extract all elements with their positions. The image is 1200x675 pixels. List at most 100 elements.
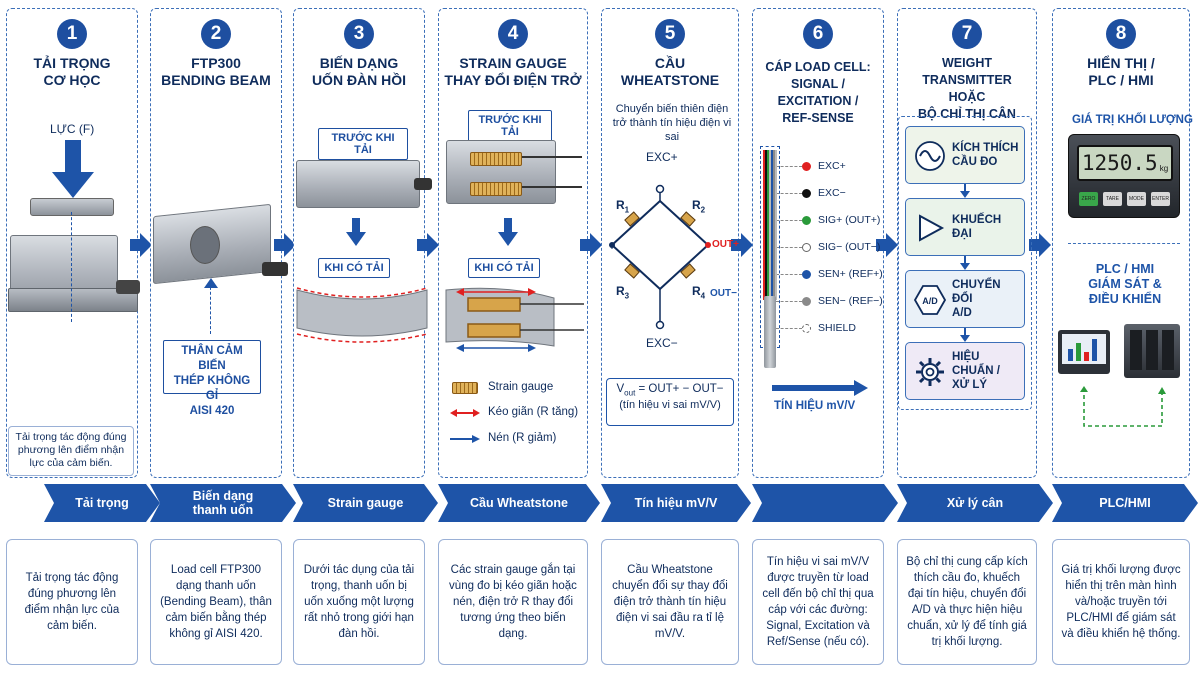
svg-text:A/D: A/D [922,296,938,306]
transmitter-step: A/D CHUYỂN ĐỔI A/D [905,270,1025,328]
panel-title: CẦU WHEATSTONE [620,55,720,88]
monitor-icon [1058,330,1110,374]
bending-beam-cable [262,262,288,276]
out-minus-label: OUT− [710,288,737,299]
flow-arrow-icon [417,233,439,257]
stage-label: Strain gauge [327,496,404,510]
stage-description: Các strain gauge gắn tại vùng đo bị kéo … [438,539,588,665]
wire-strand [771,150,773,300]
wire-strand [775,150,777,300]
formula-box: Vout = OUT+ − OUT− (tín hiệu vi sai mV/V… [606,378,734,426]
formula-text: Vout = OUT+ − OUT− [616,383,724,398]
signal-label: TÍN HIỆU mV/V [774,400,856,412]
material-tag: THÂN CẢM BIẾN THÉP KHÔNG GỈ AISI 420 [163,340,261,417]
wire-color-dot [802,189,811,198]
step-down-arrow-icon [960,184,970,198]
indicator-button[interactable]: MODE [1127,192,1146,206]
legend-tension-label: Kéo giãn (R tăng) [488,406,579,418]
beam-before-image [296,160,420,208]
monitor-screen [1062,334,1106,364]
legend-sg-swatch [452,382,478,394]
wire-label: SHIELD [818,322,856,334]
transmitter-step-label: KHUẾCH ĐẠI [952,214,1002,240]
stage-label: PLC/HMI [1099,496,1151,510]
indicator-button[interactable]: ZERO [1079,192,1098,206]
step-number-badge: 5 [655,19,685,49]
wire-label: SIG+ (OUT+) [818,214,881,226]
plc-rack-icon [1124,324,1180,378]
wire-color-dot [802,243,811,252]
after-load-tag: KHI CÓ TẢI [318,258,390,278]
step-down-arrow-icon [960,256,970,270]
transmitter-step-label: HIỆU CHUẨN / XỬ LÝ [952,351,1000,391]
stage-description: Load cell FTP300 dạng thanh uốn (Bending… [150,539,282,665]
indicator-button[interactable]: TARE [1103,192,1122,206]
cable-wire [776,166,802,167]
exc-minus-label: EXC− [646,336,678,350]
wire-strand [769,150,771,300]
cable-wire [776,220,802,221]
step-number-badge: 4 [498,19,528,49]
r4-label: R4 [692,284,706,301]
sg-down-arrow-icon [498,218,518,246]
stage-description: Dưới tác dụng của tải trọng, thanh uốn b… [293,539,425,665]
panel-8-divider [1068,243,1180,244]
flow-arrow-icon [274,233,296,257]
sg-beam-bent [445,287,584,352]
wire-strand [767,150,769,300]
sg-wire-1 [522,156,582,158]
panel-1-note: Tải trọng tác động đúng phương lên điểm … [8,426,134,476]
stage-description: Giá trị khối lượng được hiển thị trên mà… [1052,539,1190,665]
indicator-button[interactable]: ENTER [1151,192,1170,206]
signal-arrow-icon [772,380,868,396]
wire-color-dot [802,297,811,306]
legend-tension-icon [450,409,480,417]
stage-bar-item [752,484,898,522]
stage-label: Tín hiệu mV/V [634,496,718,510]
before-load-tag: TRƯỚC KHI TẢI [318,128,408,160]
r1-label: R1 [616,198,630,215]
legend-compression-icon [450,435,480,443]
transmitter-step: KHUẾCH ĐẠI [905,198,1025,256]
cable-wire [776,301,802,302]
stage-description: Cầu Wheatstone chuyển đổi sự thay đổi đi… [601,539,739,665]
stage-label: Tải trọng [75,496,129,510]
flow-arrow-icon [580,233,602,257]
sg-after-tag: KHI CÓ TẢI [468,258,540,278]
cable-wire [776,193,802,194]
stage-bar-item: Tín hiệu mV/V [601,484,751,522]
load-plate [30,198,114,216]
dashed-center-line [71,212,72,322]
exc-plus-label: EXC+ [646,150,678,164]
transmitter-step-label: CHUYỂN ĐỔI A/D [952,279,1001,319]
cable-connector [116,280,140,294]
legend-compression-label: Nén (R giảm) [488,432,557,444]
step-number-badge: 8 [1106,19,1136,49]
legend-sg-label: Strain gauge [488,381,554,393]
bridge-subtitle: Chuyển biến thiên điện trở thành tín hiệ… [612,103,732,143]
weight-value-label: GIÁ TRỊ KHỐI LƯỢNG [1072,114,1193,126]
step-number-badge: 7 [952,19,982,49]
pointer-up-icon [204,278,218,288]
panel-title: STRAIN GAUGE THAY ĐỔI ĐIỆN TRỞ [444,55,582,88]
stage-bar-item: Xử lý cân [897,484,1053,522]
r2-label: R2 [692,198,706,215]
step-number-badge: 2 [201,19,231,49]
sg-wire-2 [522,186,582,188]
force-arrow-icon [52,140,94,198]
wire-strand [765,150,767,300]
transmitter-step: KÍCH THÍCH CẦU ĐO [905,126,1025,184]
stage-bar-item: Tải trọng [44,484,160,522]
step-number-badge: 6 [803,19,833,49]
beam-bent-image [296,287,428,343]
wire-label: EXC+ [818,160,846,172]
wire-strand [773,150,775,300]
panel-title: CÁP LOAD CELL: SIGNAL / EXCITATION / REF… [765,60,871,125]
step-number-badge: 1 [57,19,87,49]
wire-color-dot [802,270,811,279]
step-down-arrow-icon [960,328,970,342]
wire-label: EXC− [818,187,846,199]
cable-body [764,296,776,368]
